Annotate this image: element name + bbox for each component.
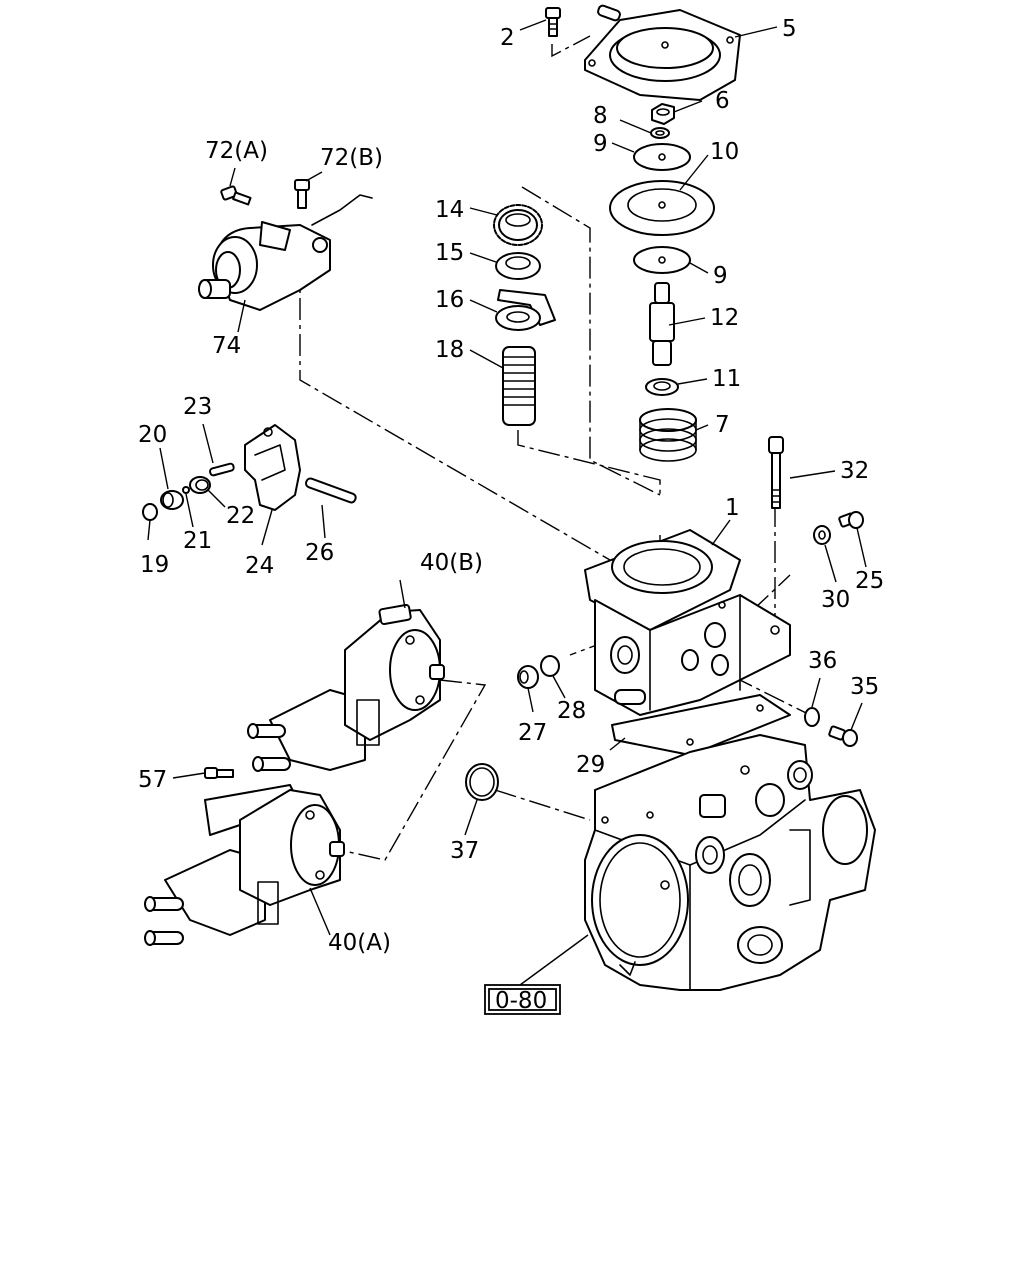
callout-12: 12 xyxy=(710,305,739,331)
callout-22: 22 xyxy=(226,503,255,529)
cover-part-5 xyxy=(584,4,741,101)
pump-body-assembly xyxy=(584,734,876,991)
plate-part-9-lower xyxy=(633,246,691,274)
screw-part-35 xyxy=(828,725,858,747)
callout-74: 74 xyxy=(212,333,241,359)
nut-part-6 xyxy=(651,103,675,125)
callout-5: 5 xyxy=(782,16,797,42)
reference-box: 0-80 xyxy=(484,984,561,1015)
callout-36: 36 xyxy=(808,648,837,674)
callout-20: 20 xyxy=(138,422,167,448)
callout-16: 16 xyxy=(435,287,464,313)
callout-2: 2 xyxy=(500,25,515,51)
spring-part-7 xyxy=(639,408,697,462)
callout-labels: 1 2 5 6 7 8 9 9 10 11 12 14 15 16 18 19 … xyxy=(138,16,884,956)
screw-part-57 xyxy=(204,767,234,779)
actuator-part-40a xyxy=(144,784,345,946)
callout-40b: 40(B) xyxy=(420,550,483,576)
washer-part-36 xyxy=(804,707,820,727)
shaft-part-12 xyxy=(649,282,675,366)
washer-part-30 xyxy=(813,525,831,545)
gasket-part-29 xyxy=(611,694,791,756)
callout-7: 7 xyxy=(715,412,730,438)
o-ring-part-37 xyxy=(465,763,499,801)
plate-part-9-upper xyxy=(633,143,691,171)
ring-part-19 xyxy=(142,503,158,521)
bolt-part-32 xyxy=(768,436,784,509)
spring-part-22 xyxy=(189,476,211,494)
reference-label: 0-80 xyxy=(495,988,547,1014)
bearing-part-15 xyxy=(495,252,541,280)
callout-27: 27 xyxy=(518,720,547,746)
callout-18: 18 xyxy=(435,337,464,363)
callout-9-upper: 9 xyxy=(593,131,608,157)
callout-37: 37 xyxy=(450,838,479,864)
washer-part-8 xyxy=(650,127,670,139)
screw-part-25 xyxy=(838,511,864,529)
cap-part-20 xyxy=(160,490,184,510)
diaphragm-part-10 xyxy=(609,180,715,236)
plug-part-27 xyxy=(517,665,539,689)
pin-part-23 xyxy=(209,462,235,477)
callout-1: 1 xyxy=(725,495,740,521)
callout-8: 8 xyxy=(593,103,608,129)
callout-26: 26 xyxy=(305,540,334,566)
plug-part-28 xyxy=(540,655,560,677)
callout-6: 6 xyxy=(715,88,730,114)
callout-40a: 40(A) xyxy=(328,930,391,956)
callout-72b: 72(B) xyxy=(320,145,383,171)
housing-part-1 xyxy=(584,529,791,716)
callout-10: 10 xyxy=(710,139,739,165)
callout-19: 19 xyxy=(140,552,169,578)
gear-part-14 xyxy=(493,204,543,246)
callout-28: 28 xyxy=(557,698,586,724)
screw-part-2 xyxy=(545,7,561,37)
clip-plate-part-16 xyxy=(495,289,556,331)
actuator-part-40b xyxy=(247,603,445,772)
callout-11: 11 xyxy=(712,366,741,392)
callout-24: 24 xyxy=(245,553,274,579)
screw-part-72a xyxy=(220,185,252,206)
sleeve-part-18 xyxy=(502,346,536,426)
screw-part-72b xyxy=(294,179,310,209)
callout-29: 29 xyxy=(576,752,605,778)
actuator-part-74 xyxy=(198,194,373,311)
callout-14: 14 xyxy=(435,197,464,223)
pin-part-26 xyxy=(304,477,357,504)
callout-21: 21 xyxy=(183,528,212,554)
callout-57: 57 xyxy=(138,767,167,793)
ball-part-21 xyxy=(182,486,190,494)
callout-35: 35 xyxy=(850,674,879,700)
callout-32: 32 xyxy=(840,458,869,484)
callout-25: 25 xyxy=(855,568,884,594)
ring-part-11 xyxy=(645,378,679,396)
callout-72a: 72(A) xyxy=(205,138,268,164)
callout-9-lower: 9 xyxy=(713,263,728,289)
lever-bracket-part-24 xyxy=(244,424,301,511)
callout-15: 15 xyxy=(435,240,464,266)
leader-lines xyxy=(147,19,867,986)
callout-23: 23 xyxy=(183,394,212,420)
callout-30: 30 xyxy=(821,587,850,613)
